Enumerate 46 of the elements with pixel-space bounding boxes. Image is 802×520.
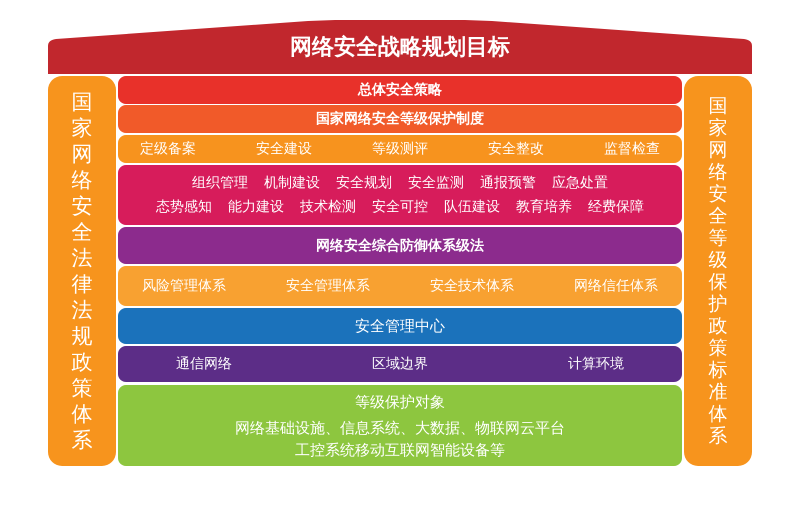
band-item: 应急处置 (552, 174, 608, 192)
layer-band (118, 165, 682, 225)
layer-band (118, 346, 682, 382)
layer-band (118, 76, 682, 104)
band-item: 安全技术体系 (430, 277, 514, 295)
layer-band (118, 135, 682, 163)
band-item: 态势感知 (156, 198, 212, 216)
band-item: 能力建设 (228, 198, 284, 216)
band-label: 网络安全综合防御体系级法 (316, 236, 484, 254)
band-item: 等级测评 (372, 140, 428, 158)
band-item: 区域边界 (372, 355, 428, 373)
title-text: 网络安全战略规划目标 (290, 34, 510, 62)
band-item: 经费保障 (588, 198, 644, 216)
band-item: 安全整改 (488, 140, 544, 158)
layer-band (118, 308, 682, 344)
band-item: 队伍建设 (444, 198, 500, 216)
band-item: 计算环境 (568, 355, 624, 373)
band-item: 安全规划 (336, 174, 392, 192)
layer-band (118, 227, 682, 264)
band-item: 网络信任体系 (574, 277, 658, 295)
band-label: 国家网络安全等级保护制度 (316, 110, 484, 128)
band-label: 总体安全策略 (358, 81, 442, 99)
band-item: 安全建设 (256, 140, 312, 158)
layer-band (118, 385, 682, 466)
pillar-band (684, 76, 752, 466)
band-item: 安全管理体系 (286, 277, 370, 295)
band-item: 监督检查 (604, 140, 660, 158)
band-item: 机制建设 (264, 174, 320, 192)
band-item: 安全监测 (408, 174, 464, 192)
pillar-label: 国家网络安全等级保护政策标准体系 (708, 95, 728, 447)
band-label: 等级保护对象 (355, 392, 445, 412)
band-item: 技术检测 (300, 198, 356, 216)
band-item: 通信网络 (176, 355, 232, 373)
band-item: 定级备案 (140, 140, 196, 158)
band-label: 网络基础设施、信息系统、大数据、物联网云平台工控系统移动互联网智能设备等 (235, 418, 565, 460)
band-item: 风险管理体系 (142, 277, 226, 295)
band-item: 安全可控 (372, 198, 428, 216)
pillar-band (48, 76, 116, 466)
band-item: 组织管理 (192, 174, 248, 192)
band-item: 通报预警 (480, 174, 536, 192)
layer-band (118, 266, 682, 306)
band-item: 教育培养 (516, 198, 572, 216)
band-label: 安全管理中心 (355, 316, 445, 336)
layer-band (118, 105, 682, 133)
pillar-label: 国家网络安全法律法规政策体系 (70, 89, 94, 453)
roof-shape (48, 20, 752, 74)
